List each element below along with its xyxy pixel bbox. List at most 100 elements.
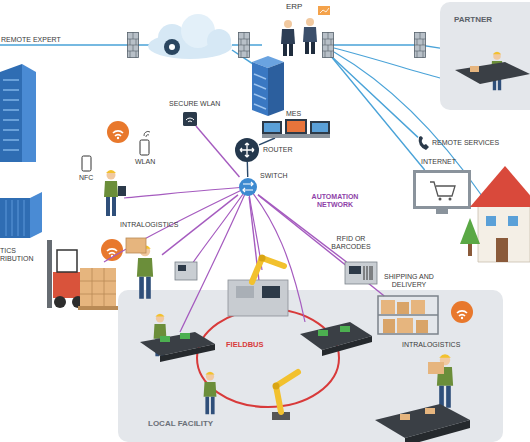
- automation-link: [196, 126, 240, 177]
- internet-monitor: [430, 182, 455, 196]
- mobile-device: [140, 140, 149, 155]
- remote-services-node: REMOTE SERVICES: [418, 136, 430, 150]
- wlan-access-point: [183, 112, 197, 126]
- firewall-icon: [238, 32, 250, 58]
- mobile-device: [82, 156, 91, 171]
- node-label: FIELDBUS: [226, 341, 264, 349]
- wlan-access-point: SECURE WLAN: [183, 112, 197, 126]
- node-label: INTERNET: [421, 158, 456, 166]
- worker-figure: [104, 170, 118, 216]
- internet-monitor: [436, 209, 448, 214]
- worker-figure: [428, 362, 444, 374]
- tree: [468, 240, 472, 256]
- internet-monitor: [449, 198, 452, 201]
- forklift: [47, 240, 118, 310]
- conveyor-belt: [300, 322, 372, 350]
- erp-people: [281, 6, 330, 56]
- wlan-access-point: [186, 118, 194, 122]
- robot-arm: [273, 383, 280, 390]
- backbone-line: [0, 45, 482, 196]
- backbone-line: [334, 48, 440, 78]
- mes-monitor: [262, 134, 330, 138]
- switch-icon: [239, 178, 257, 196]
- cloud: [164, 39, 180, 55]
- network-link: [259, 138, 275, 145]
- node-label: SHIPPING AND DELIVERY: [380, 273, 438, 289]
- internet-monitor: [439, 198, 442, 201]
- production-machine: [228, 255, 288, 317]
- mes-station: MES: [262, 120, 330, 138]
- house: [508, 216, 518, 226]
- wifi-symbol: [451, 301, 473, 323]
- mes-monitor: [262, 121, 282, 134]
- tree: [460, 218, 480, 244]
- automation-wire: [104, 187, 248, 262]
- node-label: INTRALOGISTICS: [402, 341, 460, 349]
- worker-figure: [204, 372, 217, 414]
- network-link: [247, 162, 249, 177]
- phone-icon: [419, 136, 429, 150]
- worker-figure: [104, 52, 503, 414]
- shipping-container: [6, 200, 24, 236]
- scanner-station: [175, 262, 197, 280]
- automation-link: [162, 195, 238, 255]
- shipping-container: [30, 192, 42, 238]
- server-tower: [252, 56, 284, 68]
- partner-band: PARTNER: [440, 2, 530, 110]
- storage-shelves: [397, 318, 413, 333]
- node-label: SWITCH: [260, 172, 288, 180]
- conveyor-belt: [318, 330, 328, 336]
- switch-icon: [243, 182, 253, 192]
- erp-people: [284, 20, 292, 28]
- cloud: [158, 24, 186, 52]
- router-icon: [235, 138, 259, 162]
- automation-wire: [124, 187, 248, 198]
- automation-wire: [104, 187, 305, 332]
- production-machine: [262, 286, 280, 298]
- server-tower: [254, 74, 266, 109]
- storage-shelves: [411, 300, 425, 314]
- shipping-container: [0, 198, 30, 238]
- switch-node: SWITCH: [238, 177, 258, 197]
- erp-people: [303, 27, 317, 42]
- house: [496, 238, 508, 262]
- fieldbus-loop: FIELDBUS: [196, 308, 340, 408]
- internet-link: [324, 51, 425, 170]
- mes-monitor: [262, 119, 330, 138]
- wifi-symbol: [101, 239, 123, 261]
- storage-shelves: [381, 300, 395, 314]
- cloud: [181, 14, 215, 48]
- forklift: [47, 240, 52, 308]
- conveyor-belt: [180, 333, 190, 339]
- production-machine: [236, 286, 254, 298]
- worker-figure: [437, 354, 453, 407]
- phone-icon: [419, 136, 429, 150]
- office-building: [0, 64, 22, 162]
- cloud: [169, 44, 175, 50]
- automation-link: [258, 195, 384, 296]
- firewall-icon: [127, 32, 426, 58]
- mes-monitor: [285, 119, 307, 134]
- robot-arm: [272, 412, 290, 420]
- conveyor-belt: [160, 336, 170, 342]
- node-label: REMOTE SERVICES: [432, 139, 499, 147]
- area-label: REMOTE EXPERT: [1, 36, 61, 44]
- server-tower: [268, 62, 284, 116]
- house: [470, 166, 530, 207]
- automation-wire: [192, 187, 248, 264]
- router-icon: [235, 138, 259, 162]
- router-icon: [240, 143, 254, 157]
- firewall-icon: [414, 32, 426, 58]
- intralogistics-node: INTRALOGISTICS: [432, 352, 458, 410]
- automation-link: [249, 197, 262, 308]
- firewall-icon: [127, 32, 139, 58]
- cloud: [148, 14, 232, 59]
- scanner-station: [175, 262, 377, 284]
- node-label: ERP: [286, 3, 302, 11]
- scanner-station: [364, 266, 372, 280]
- production-machine: [259, 255, 266, 262]
